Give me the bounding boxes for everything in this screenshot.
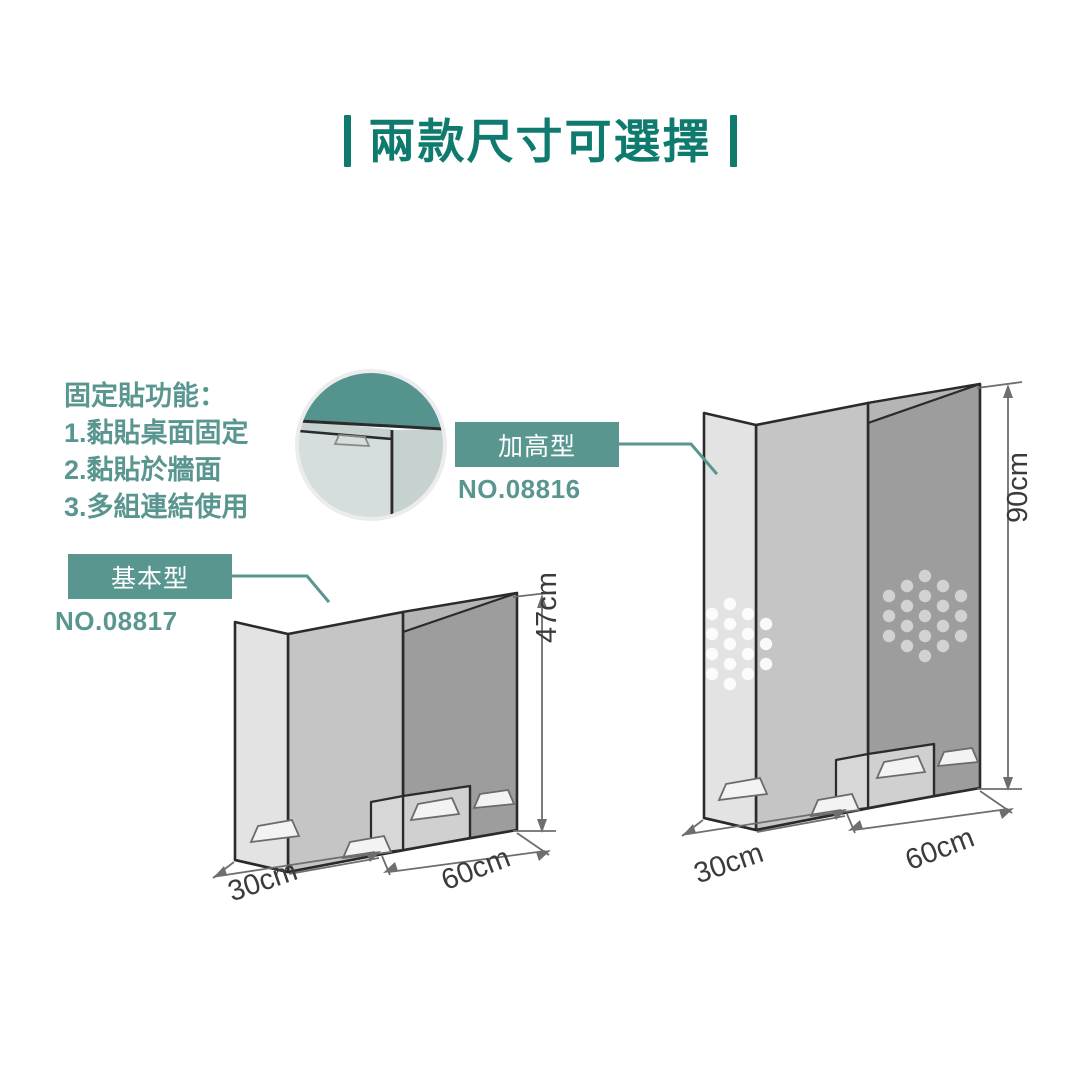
dimension-label-tall-depth: 30cm xyxy=(690,836,768,891)
feature-list-item-2: 2.黏貼於牆面 xyxy=(64,455,222,485)
title-bar-left-icon xyxy=(343,115,351,167)
adhesive-clip xyxy=(249,789,516,860)
feature-list-item-1: 1.黏貼桌面固定 xyxy=(64,418,249,448)
dimension-label-basic-height: 47cm xyxy=(531,572,563,643)
page-title: 兩款尺寸可選擇 xyxy=(0,106,1080,176)
callout-label-basic[interactable]: 基本型 xyxy=(68,554,232,599)
dimension-label-tall-width: 60cm xyxy=(901,821,979,877)
product-basic-drawing xyxy=(233,591,519,874)
feature-list-heading: 固定貼功能： xyxy=(64,381,226,411)
page-title-text: 兩款尺寸可選擇 xyxy=(368,114,712,168)
model-number-tall: NO.08816 xyxy=(458,474,581,504)
title-bar-right-icon xyxy=(729,115,737,167)
adhesive-detail-inset xyxy=(295,369,447,521)
dimension-label-tall-height: 90cm xyxy=(1002,452,1034,523)
dimension-label-basic-depth: 30cm xyxy=(224,854,302,909)
adhesive-detail-drawing xyxy=(299,373,443,517)
callout-label-tall[interactable]: 加高型 xyxy=(455,422,619,467)
perforation-pattern-icon xyxy=(882,569,968,663)
feature-list-item-3: 3.多組連結使用 xyxy=(64,492,249,522)
perforation-pattern-icon xyxy=(687,597,773,691)
dimension-label-basic-width: 60cm xyxy=(437,841,515,897)
product-tall-drawing xyxy=(687,382,982,832)
model-number-basic: NO.08817 xyxy=(55,606,178,636)
adhesive-clip xyxy=(717,747,980,818)
adhesive-feature-list: 固定貼功能： 1.黏貼桌面固定 2.黏貼於牆面 3.多組連結使用 xyxy=(64,378,364,526)
